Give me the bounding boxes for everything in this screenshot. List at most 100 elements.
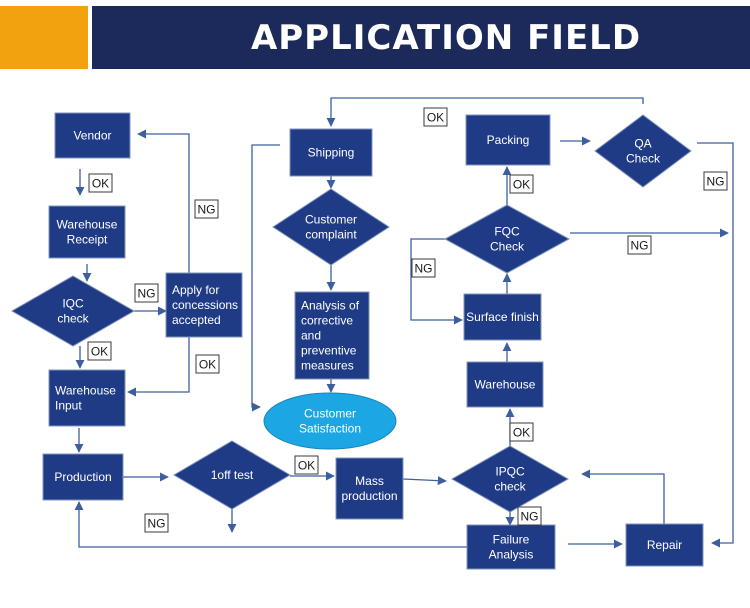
node-packing: Packing [465, 114, 551, 166]
tag-label: NG [198, 203, 216, 217]
node-shape [335, 457, 404, 520]
node-label: Check [490, 240, 525, 254]
tag-label: NG [148, 517, 166, 531]
node-shape [54, 112, 131, 159]
tag-frame [509, 174, 534, 194]
node-label: Failure [493, 533, 530, 547]
node-shape [466, 524, 556, 570]
node-label: QA [634, 137, 651, 151]
node-label: FQC [494, 225, 520, 239]
tag-frame [87, 341, 112, 361]
tag-frame [134, 283, 159, 303]
tag-frame [509, 422, 534, 442]
tag-frame [294, 455, 319, 475]
ok-tag-test: OK [294, 455, 319, 475]
node-label: Shipping [308, 146, 355, 160]
connector-mass-to-ipqc [402, 476, 447, 486]
tag-label: OK [298, 459, 315, 473]
node-label: complaint [305, 228, 357, 242]
node-analysis: Analysis ofcorrectiveandpreventivemeasur… [294, 291, 370, 380]
node-shape [173, 440, 291, 510]
page-title: APPLICATION FIELD [250, 17, 642, 58]
tag-label: OK [91, 345, 108, 359]
node-production: Production [42, 453, 124, 501]
ok-tag-fqc: OK [509, 174, 534, 194]
ng-tag-fqc-left: NG [411, 258, 436, 278]
node-label: Surface finish [466, 310, 539, 324]
node-label: Apply for [172, 283, 219, 297]
ng-tag-test: NG [144, 513, 169, 533]
node-shape [463, 293, 542, 341]
connector-qa-ng-down [697, 142, 734, 548]
tag-frame [88, 173, 113, 193]
node-shape [289, 128, 373, 177]
tag-label: NG [415, 262, 433, 276]
tag-label: OK [92, 177, 109, 191]
connector-repair-to-ipqc [581, 469, 665, 524]
tag-frame [195, 354, 220, 374]
connector-fqc-ng-loop [410, 238, 463, 325]
node-oneoff-test: 1off test [173, 440, 291, 510]
node-label: Vendor [73, 129, 111, 143]
node-label: measures [301, 359, 354, 373]
node-label: Repair [647, 538, 682, 552]
node-shape [294, 291, 370, 380]
node-repair: Repair [625, 523, 704, 567]
node-shape [42, 453, 124, 501]
ok-tag-iqc: OK [87, 341, 112, 361]
tag-frame [144, 513, 169, 533]
ng-tag-iqc: NG [134, 283, 159, 303]
ng-tag-concession: NG [194, 199, 219, 219]
ok-tag-vendor: OK [88, 173, 113, 193]
tag-label: NG [631, 239, 649, 253]
tag-frame [627, 235, 652, 255]
node-label: Warehouse [475, 378, 536, 392]
ng-tag-fqc-right: NG [627, 235, 652, 255]
header-banner [92, 6, 750, 69]
node-shape [272, 188, 390, 266]
node-shape [10, 275, 136, 347]
node-label: corrective [301, 314, 353, 328]
tag-frame [411, 258, 436, 278]
node-vendor: Vendor [54, 112, 131, 159]
node-shape [263, 392, 397, 450]
node-shape [594, 114, 692, 188]
node-label: Customer [304, 407, 356, 421]
node-shape [48, 369, 126, 427]
ng-tag-ipqc: NG [517, 506, 542, 526]
node-label: Receipt [67, 233, 108, 247]
ok-tag-input: OK [195, 354, 220, 374]
banner-accent [0, 6, 88, 69]
node-label: Input [55, 399, 82, 413]
node-warehouse: Warehouse [466, 361, 544, 408]
node-label: concessions [172, 298, 238, 312]
node-label: and [301, 329, 321, 343]
tag-label: OK [513, 178, 530, 192]
node-label: Warehouse [55, 384, 116, 398]
tag-label: OK [513, 426, 530, 440]
node-label: Analysis of [301, 299, 360, 313]
tag-label: NG [707, 175, 725, 189]
node-label: 1off test [211, 468, 254, 482]
node-shape [443, 204, 571, 274]
node-label: IPQC [495, 465, 525, 479]
node-shape [165, 272, 243, 338]
node-label: production [341, 489, 397, 503]
node-shipping: Shipping [289, 128, 373, 177]
tag-label: NG [138, 287, 156, 301]
connector-shipping-to-satisfaction [251, 144, 280, 412]
tag-label: NG [521, 510, 539, 524]
connector-failure-to-production [74, 501, 467, 548]
node-label: Customer [305, 213, 357, 227]
